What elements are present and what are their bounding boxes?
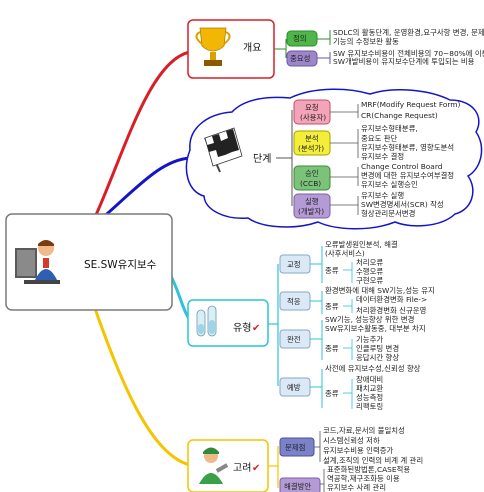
stage-execution-line-2: SW변경명세서(SCR) 작성 [361, 200, 444, 209]
consideration-solutions-line-1: 표준화된방법론,CASE적용 [327, 465, 410, 474]
type-corrective-line-1: 오류발생원인분석, 해결 [325, 240, 398, 249]
type-adaptive-sub-2: 처리환경변화 신규운영 [356, 306, 426, 315]
consideration-solutions-label: 해결방안 [284, 482, 311, 491]
consideration-problems-line-3: 유지보수비용 인력증가 [323, 446, 394, 455]
stage-approval-sublabel: (CCB) [300, 179, 321, 188]
overview-importance-line-2: SW개발비용이 유지보수단계에 투입되는 비용 [333, 57, 475, 66]
stages-branch: 단계 요청 (사용자) MRF(Modify Request Form) CR(… [185, 88, 483, 230]
type-preventive-sub-2: 패치교환 [356, 384, 383, 393]
stage-analysis-line-3: 유지보수형태분류, 영향도분석 [361, 143, 454, 152]
overview-item-definition-label: 정의 [293, 34, 307, 43]
types-label: 유형 [233, 322, 251, 334]
test-tubes-icon [196, 305, 217, 337]
type-preventive-label: 예방 [287, 383, 301, 392]
type-perfective-sub-2: 인클루팅 변경 [356, 344, 399, 353]
type-preventive-line-1: 사전에 유지보수성,신뢰성 향상 [325, 364, 421, 373]
type-preventive-sub-4: 리팩토링 [356, 402, 383, 411]
stage-request-sublabel: (사용자) [300, 113, 326, 122]
stage-request-line-1: MRF(Modify Request Form) [361, 100, 460, 109]
type-corrective-sub-2: 수행오류 [356, 267, 383, 276]
stage-analysis-label: 분석 [305, 134, 319, 143]
connector-stages [99, 156, 191, 222]
stage-approval-label: 승인 [305, 169, 319, 178]
mechanic-icon [199, 447, 229, 484]
considerations-label: 고려 [233, 462, 251, 474]
type-adaptive-sub-1: 데이터환경변화 File-> [356, 295, 427, 304]
overview-label: 개요 [243, 42, 261, 54]
connector-considerations [90, 299, 191, 467]
overview-branch: 개요 정의 SDLC의 활동단계, 운영환경,요구사항 변경, 문제 기능의 수… [187, 19, 484, 79]
stage-analysis-line-1: 유지보수형태분류, [361, 124, 418, 133]
type-perfective-label: 완전 [287, 335, 301, 344]
overview-definition-line-2: 기능의 수정보완 활동 [333, 37, 399, 46]
consideration-problems-line-2: 시스템신뢰성 저하 [323, 436, 380, 445]
type-corrective-kinds: 종류 [325, 266, 339, 275]
stage-approval-line-2: 변경에 대한 유지보수여부결정 [361, 171, 454, 180]
type-adaptive-label: 적응 [287, 297, 301, 306]
root-label: SE.SW유지보수 [84, 259, 157, 271]
type-preventive-kinds: 종류 [325, 389, 339, 398]
type-corrective-sub-1: 처리오류 [356, 258, 383, 267]
stage-approval-line-1: Change Control Board [361, 162, 443, 171]
stage-request-label: 요청 [305, 103, 319, 112]
stage-execution-sublabel: (개발자) [298, 207, 324, 216]
type-adaptive-line-1: 환경변화에 대해 SW기능,성능 유지 [325, 286, 435, 295]
consideration-solutions[interactable] [279, 477, 321, 492]
types-check-icon: ✔ [252, 323, 260, 334]
type-perfective-line-1: SW기능, 성능향상 위한 변경 [325, 315, 414, 324]
stages-cloud [185, 88, 483, 230]
types-branch: 유형 ✔ 교정 오류발생원인분석, 해결 (사후서비스) 종류 처리오류 수행오… [187, 240, 435, 411]
overview-item-importance-label: 중요성 [290, 54, 310, 63]
overview-importance-line-1: SW 유지보수비용이 전체비용의 70~80%에 이른 [333, 49, 484, 58]
consideration-solutions-line-3: 유지보수 사례 관리 [327, 483, 386, 492]
consideration-problems-label: 문제점 [285, 443, 305, 452]
stage-analysis-line-2: 중요도 판단 [361, 134, 398, 143]
connector-overview [94, 50, 191, 216]
stage-approval-line-3: 유지보수 실행승인 [361, 180, 418, 189]
stage-analysis-line-4: 유지보수 결정 [361, 152, 404, 161]
trophy-icon [195, 27, 231, 66]
type-adaptive-kinds: 종류 [325, 302, 339, 311]
consideration-solutions-line-2: 역공학,재구조화등 이용 [327, 474, 400, 483]
stage-execution-line-1: 유지보수 실행 [361, 191, 404, 200]
overview-definition-line-1: SDLC의 활동단계, 운영환경,요구사항 변경, 문제 [333, 28, 484, 37]
consideration-problems-line-4: 설계,조직의 인력의 비계 계 관리 [323, 456, 423, 465]
stages-label: 단계 [253, 153, 271, 165]
stage-approval[interactable] [293, 165, 331, 191]
type-preventive-sub-3: 성능측정 [356, 393, 383, 402]
root-node[interactable]: SE.SW유지보수 [5, 213, 173, 311]
stage-execution-line-3: 형상관리문서변경 [361, 209, 415, 218]
type-corrective-line-2: (사후서비스) [325, 249, 365, 258]
user-computer-icon [15, 240, 60, 284]
considerations-branch: 고려 ✔ 문제점 코드,자료,문서의 불일치성 시스템신뢰성 저하 유지보수비용… [187, 426, 423, 492]
type-perfective-sub-3: 응답시간 향상 [356, 353, 399, 362]
considerations-check-icon: ✔ [252, 463, 260, 474]
checkered-flag-icon [204, 127, 243, 173]
type-corrective-label: 교정 [287, 260, 301, 269]
stage-analysis-sublabel: (분석가) [298, 144, 324, 153]
stage-execution[interactable] [293, 193, 331, 219]
consideration-problems-line-1: 코드,자료,문서의 불일치성 [323, 426, 405, 435]
type-preventive-sub-1: 장애대비 [356, 375, 383, 384]
type-perfective-kinds: 종류 [325, 344, 339, 353]
type-corrective-sub-3: 구현오류 [356, 276, 383, 285]
stage-execution-label: 실행 [305, 197, 319, 206]
stage-request-line-2: CR(Change Request) [361, 111, 438, 120]
type-perfective-sub-1: 기능추가 [356, 335, 383, 344]
type-perfective-line-2: SW유지보수활동중, 대부분 차지 [325, 324, 426, 333]
